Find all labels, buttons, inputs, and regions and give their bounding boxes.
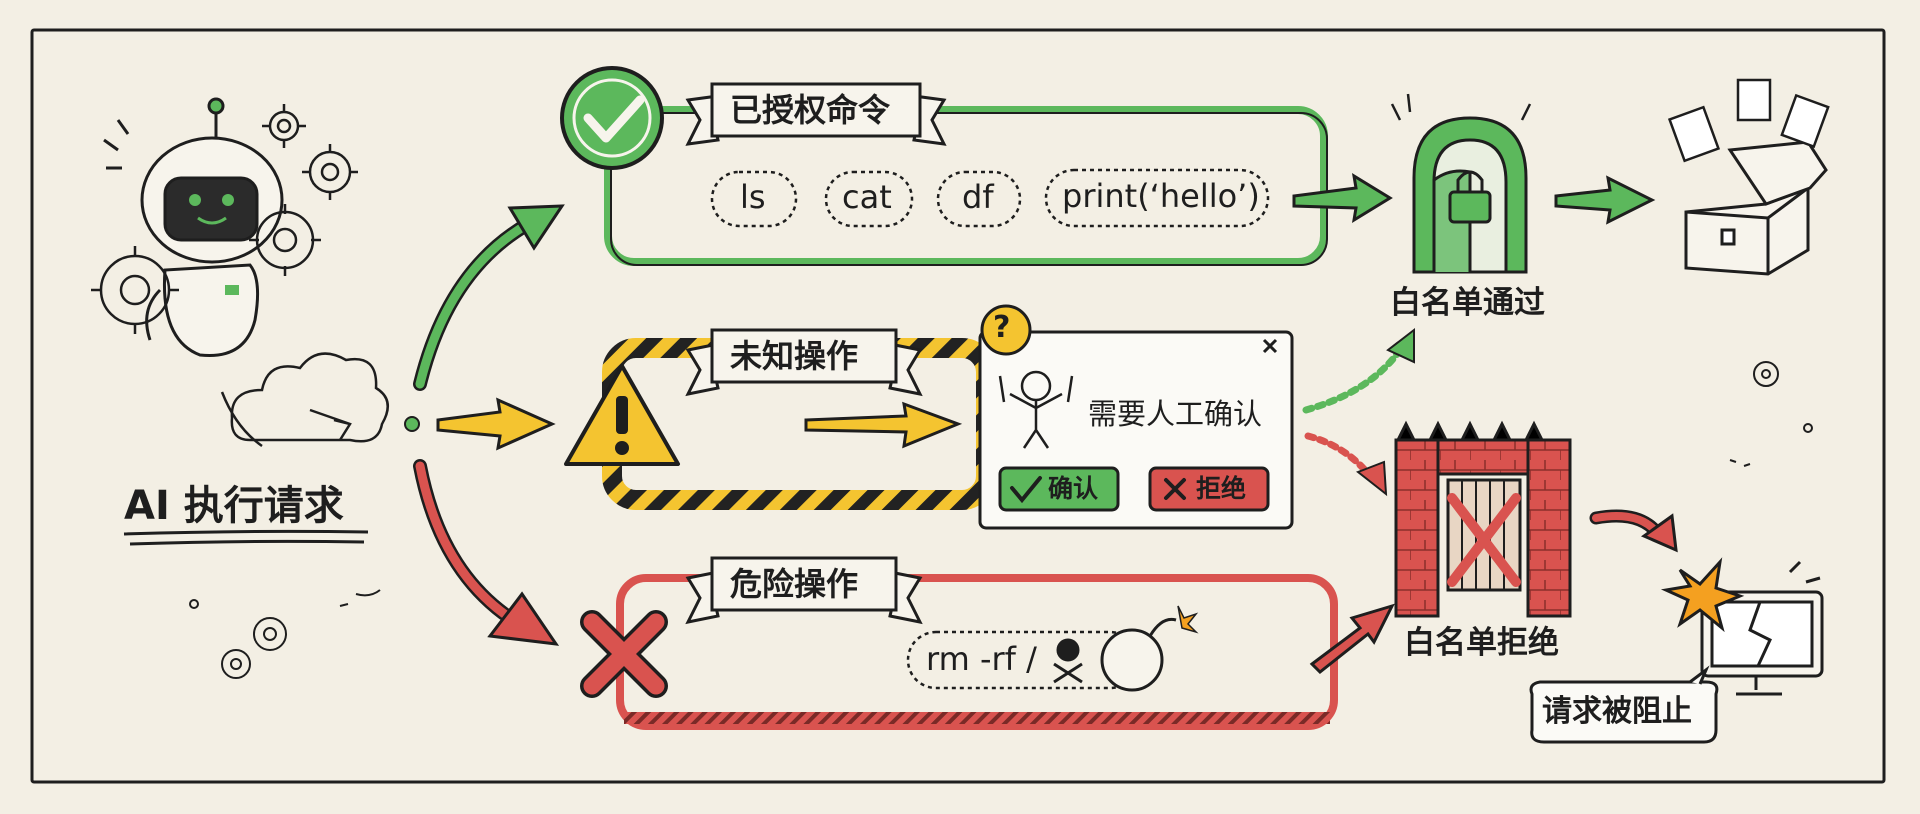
- command-label: cat: [842, 178, 892, 216]
- dialog-message: 需要人工确认: [1088, 397, 1263, 431]
- command-label: print(‘hello’): [1062, 177, 1260, 215]
- reject-label: 拒绝: [1196, 474, 1247, 503]
- monitor-icon: [1660, 557, 1824, 696]
- gear-icon: [1753, 361, 1779, 387]
- reject-outcome-label: 白名单拒绝: [1404, 625, 1559, 661]
- reject-dotted-arrow: [1304, 432, 1388, 497]
- check-icon: [1010, 476, 1042, 504]
- green-branch-arrow: [413, 204, 565, 391]
- cross-icon: [580, 610, 668, 698]
- document-icon: [1667, 78, 1830, 163]
- check-icon: [560, 66, 664, 170]
- gear-icon: [221, 649, 251, 679]
- unknown-title: 未知操作: [730, 337, 859, 375]
- cloud-icon: [220, 352, 389, 448]
- pass-label: 白名单通过: [1390, 285, 1545, 321]
- bomb-icon: [1100, 605, 1199, 692]
- red-branch-arrow: [413, 459, 560, 646]
- close-icon: [1262, 338, 1278, 354]
- robot-icon: [103, 97, 284, 358]
- yellow-branch-arrow: [436, 397, 556, 451]
- gear-icon: [249, 204, 321, 276]
- gear-icon: [253, 617, 287, 651]
- dangerous-banner: [685, 556, 923, 625]
- gear-icon: [302, 144, 358, 200]
- authorized-title: 已授权命令: [730, 91, 891, 129]
- pass-arrow: [1554, 175, 1656, 225]
- command-label: ls: [740, 178, 766, 216]
- dangerous-command: rm -rf /: [926, 640, 1037, 678]
- blocked-bubble: [1529, 680, 1719, 744]
- gear-icon: [262, 104, 306, 148]
- gear-icon: [91, 246, 179, 334]
- pass-arrow: [1292, 173, 1393, 223]
- unknown-banner: [685, 328, 923, 397]
- confirm-button[interactable]: [998, 466, 1120, 512]
- confirm-label: 确认: [1048, 474, 1099, 503]
- box-icon: [1684, 140, 1828, 276]
- origin-dot: [404, 416, 420, 432]
- question-mark: ?: [993, 310, 1011, 345]
- blocked-arrow: [1589, 509, 1678, 553]
- command-pill: [710, 170, 798, 228]
- command-pill: [1044, 168, 1270, 228]
- review-arrow: [804, 401, 963, 449]
- command-label: df: [962, 178, 994, 216]
- person-icon: [998, 370, 1074, 449]
- dangerous-title: 危险操作: [730, 565, 859, 603]
- authorized-lane-frame: [604, 106, 1328, 266]
- question-icon: [980, 304, 1032, 356]
- approve-dotted-arrow: [1302, 327, 1415, 414]
- skull-icon: [1053, 638, 1083, 684]
- cross-icon: [1164, 478, 1186, 500]
- command-pill: [824, 170, 914, 228]
- warning-icon: [564, 364, 680, 466]
- gate-icon: [1394, 420, 1572, 618]
- lock-icon: [1448, 170, 1492, 224]
- reject-button[interactable]: [1148, 466, 1270, 512]
- reject-arrow: [1309, 603, 1395, 675]
- outer-frame: [30, 28, 1886, 784]
- authorized-banner: [685, 82, 947, 146]
- title-underline: [123, 529, 369, 546]
- blocked-label: 请求被阻止: [1542, 694, 1692, 729]
- source-title: AI 执行请求: [124, 483, 344, 529]
